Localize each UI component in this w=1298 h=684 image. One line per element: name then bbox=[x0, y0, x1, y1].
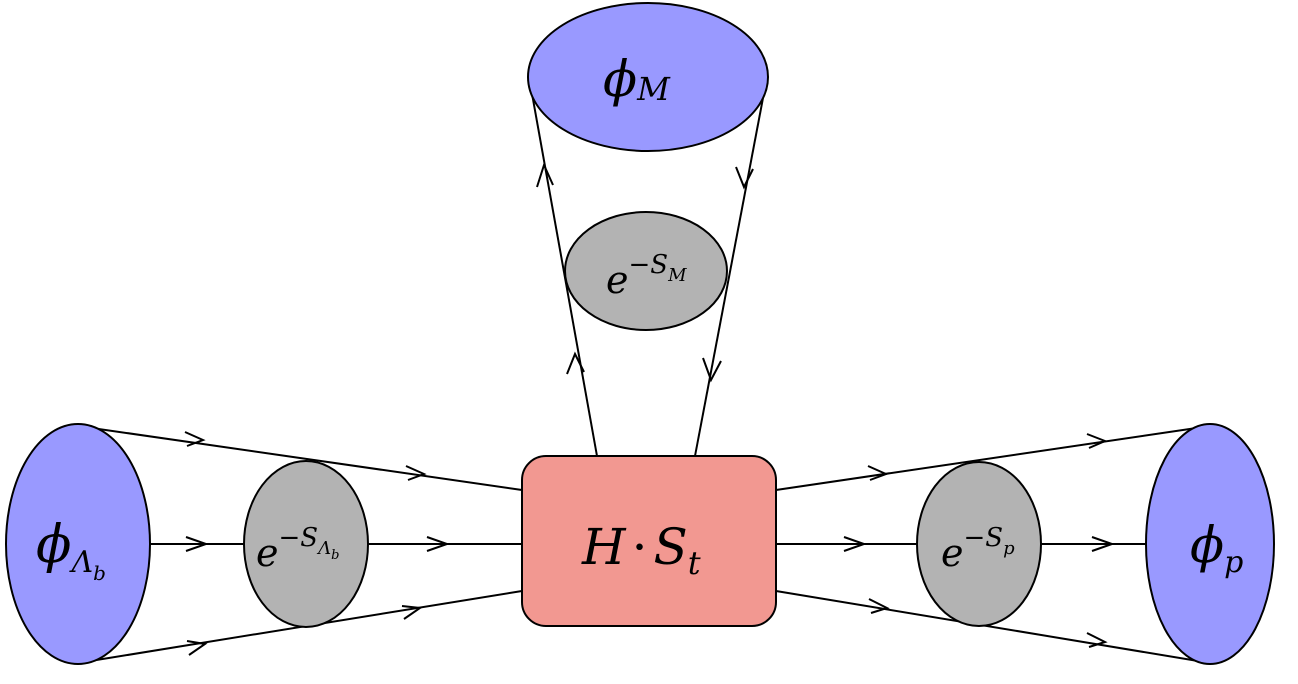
arrow-icon bbox=[702, 357, 722, 383]
wavefunction-ellipse bbox=[527, 2, 769, 152]
line-right-bottom bbox=[775, 590, 1211, 664]
arrowheads bbox=[184, 162, 1116, 656]
wavefunction-ellipse bbox=[5, 423, 151, 665]
line-top-left bbox=[528, 76, 598, 457]
phi-p-label: ϕp bbox=[1190, 516, 1243, 580]
exp-p-label: e−Sp bbox=[941, 523, 1015, 575]
arrow-icon bbox=[867, 465, 889, 481]
exp-lambda-b-label: e−SΛb bbox=[256, 523, 339, 575]
hard-kernel-box bbox=[521, 455, 777, 627]
exp-lambda-b-node: e−SΛb bbox=[243, 460, 369, 628]
arrow-icon bbox=[186, 640, 208, 656]
phi-p-node: ϕp bbox=[1145, 423, 1275, 665]
sudakov-ellipse bbox=[243, 460, 369, 628]
line-top-right bbox=[694, 76, 768, 457]
sudakov-ellipse bbox=[916, 461, 1042, 627]
hard-kernel-label: H·St bbox=[581, 518, 701, 582]
arrow-icon bbox=[1086, 632, 1108, 648]
phi-m-node: ϕM bbox=[527, 2, 769, 152]
nodes: ϕΛb e−SΛb H·St e−Sp bbox=[5, 2, 1275, 665]
arrow-icon bbox=[868, 598, 890, 614]
arrow-icon bbox=[426, 536, 451, 552]
arrow-icon bbox=[405, 465, 427, 481]
arrow-icon bbox=[184, 431, 206, 447]
arrow-icon bbox=[1091, 536, 1116, 552]
arrow-icon bbox=[843, 536, 868, 552]
phi-lambda-b-node: ϕΛb bbox=[5, 423, 151, 665]
phi-lambda-b-label: ϕΛb bbox=[36, 515, 106, 585]
hard-kernel-node: H·St bbox=[521, 455, 777, 627]
arrow-icon bbox=[735, 166, 754, 190]
arrow-icon bbox=[536, 162, 554, 188]
arrow-icon bbox=[185, 536, 210, 552]
phi-m-label: ϕM bbox=[603, 50, 671, 108]
exp-m-node: e−SM bbox=[564, 211, 728, 331]
arrow-icon bbox=[1086, 433, 1108, 449]
arrow-icon bbox=[401, 605, 423, 620]
wavefunction-ellipse bbox=[1145, 423, 1275, 665]
line-left-top bbox=[77, 425, 523, 491]
sudakov-ellipse bbox=[564, 211, 728, 331]
exp-m-label: e−SM bbox=[606, 250, 687, 302]
arrow-icon bbox=[566, 351, 585, 375]
line-right-top bbox=[775, 425, 1211, 491]
exp-p-node: e−Sp bbox=[916, 461, 1042, 627]
